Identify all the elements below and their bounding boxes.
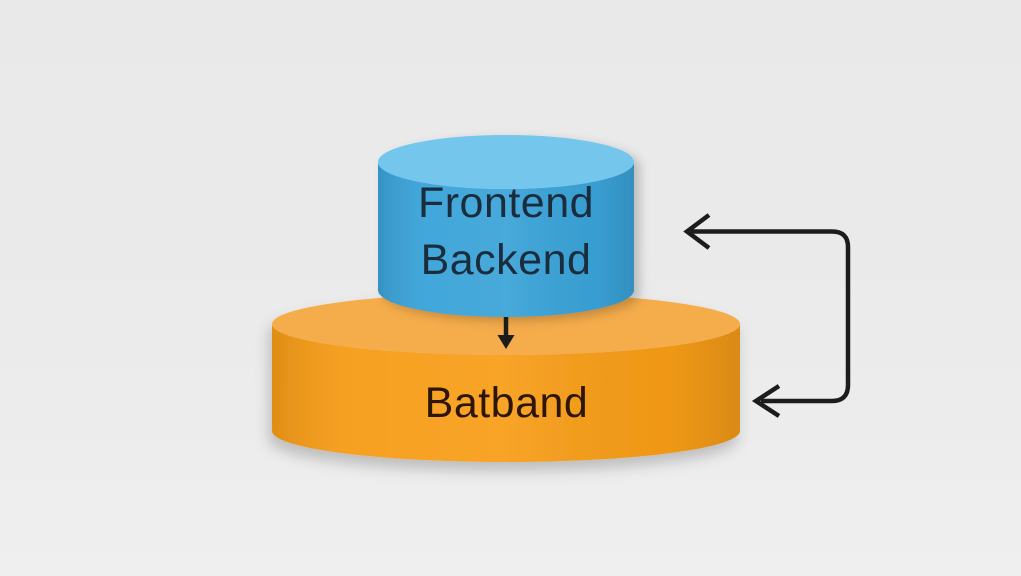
frontend-backend-cylinder [378,135,634,317]
feedback-connector-line [691,229,851,404]
backend-label: Backend [420,236,592,284]
frontend-backend-cylinder-body-shading [378,162,634,317]
frontend-label: Frontend [417,179,595,227]
arrow-left-icon [683,213,711,250]
batband-label: Batband [424,379,589,427]
feedback-connector [683,213,851,418]
batband-cylinder [272,293,740,462]
frontend-backend-cylinder-top [378,135,634,189]
arrow-left-icon [751,384,781,418]
arrow-down-icon [497,317,515,349]
batband-cylinder-body-shading [272,324,740,462]
